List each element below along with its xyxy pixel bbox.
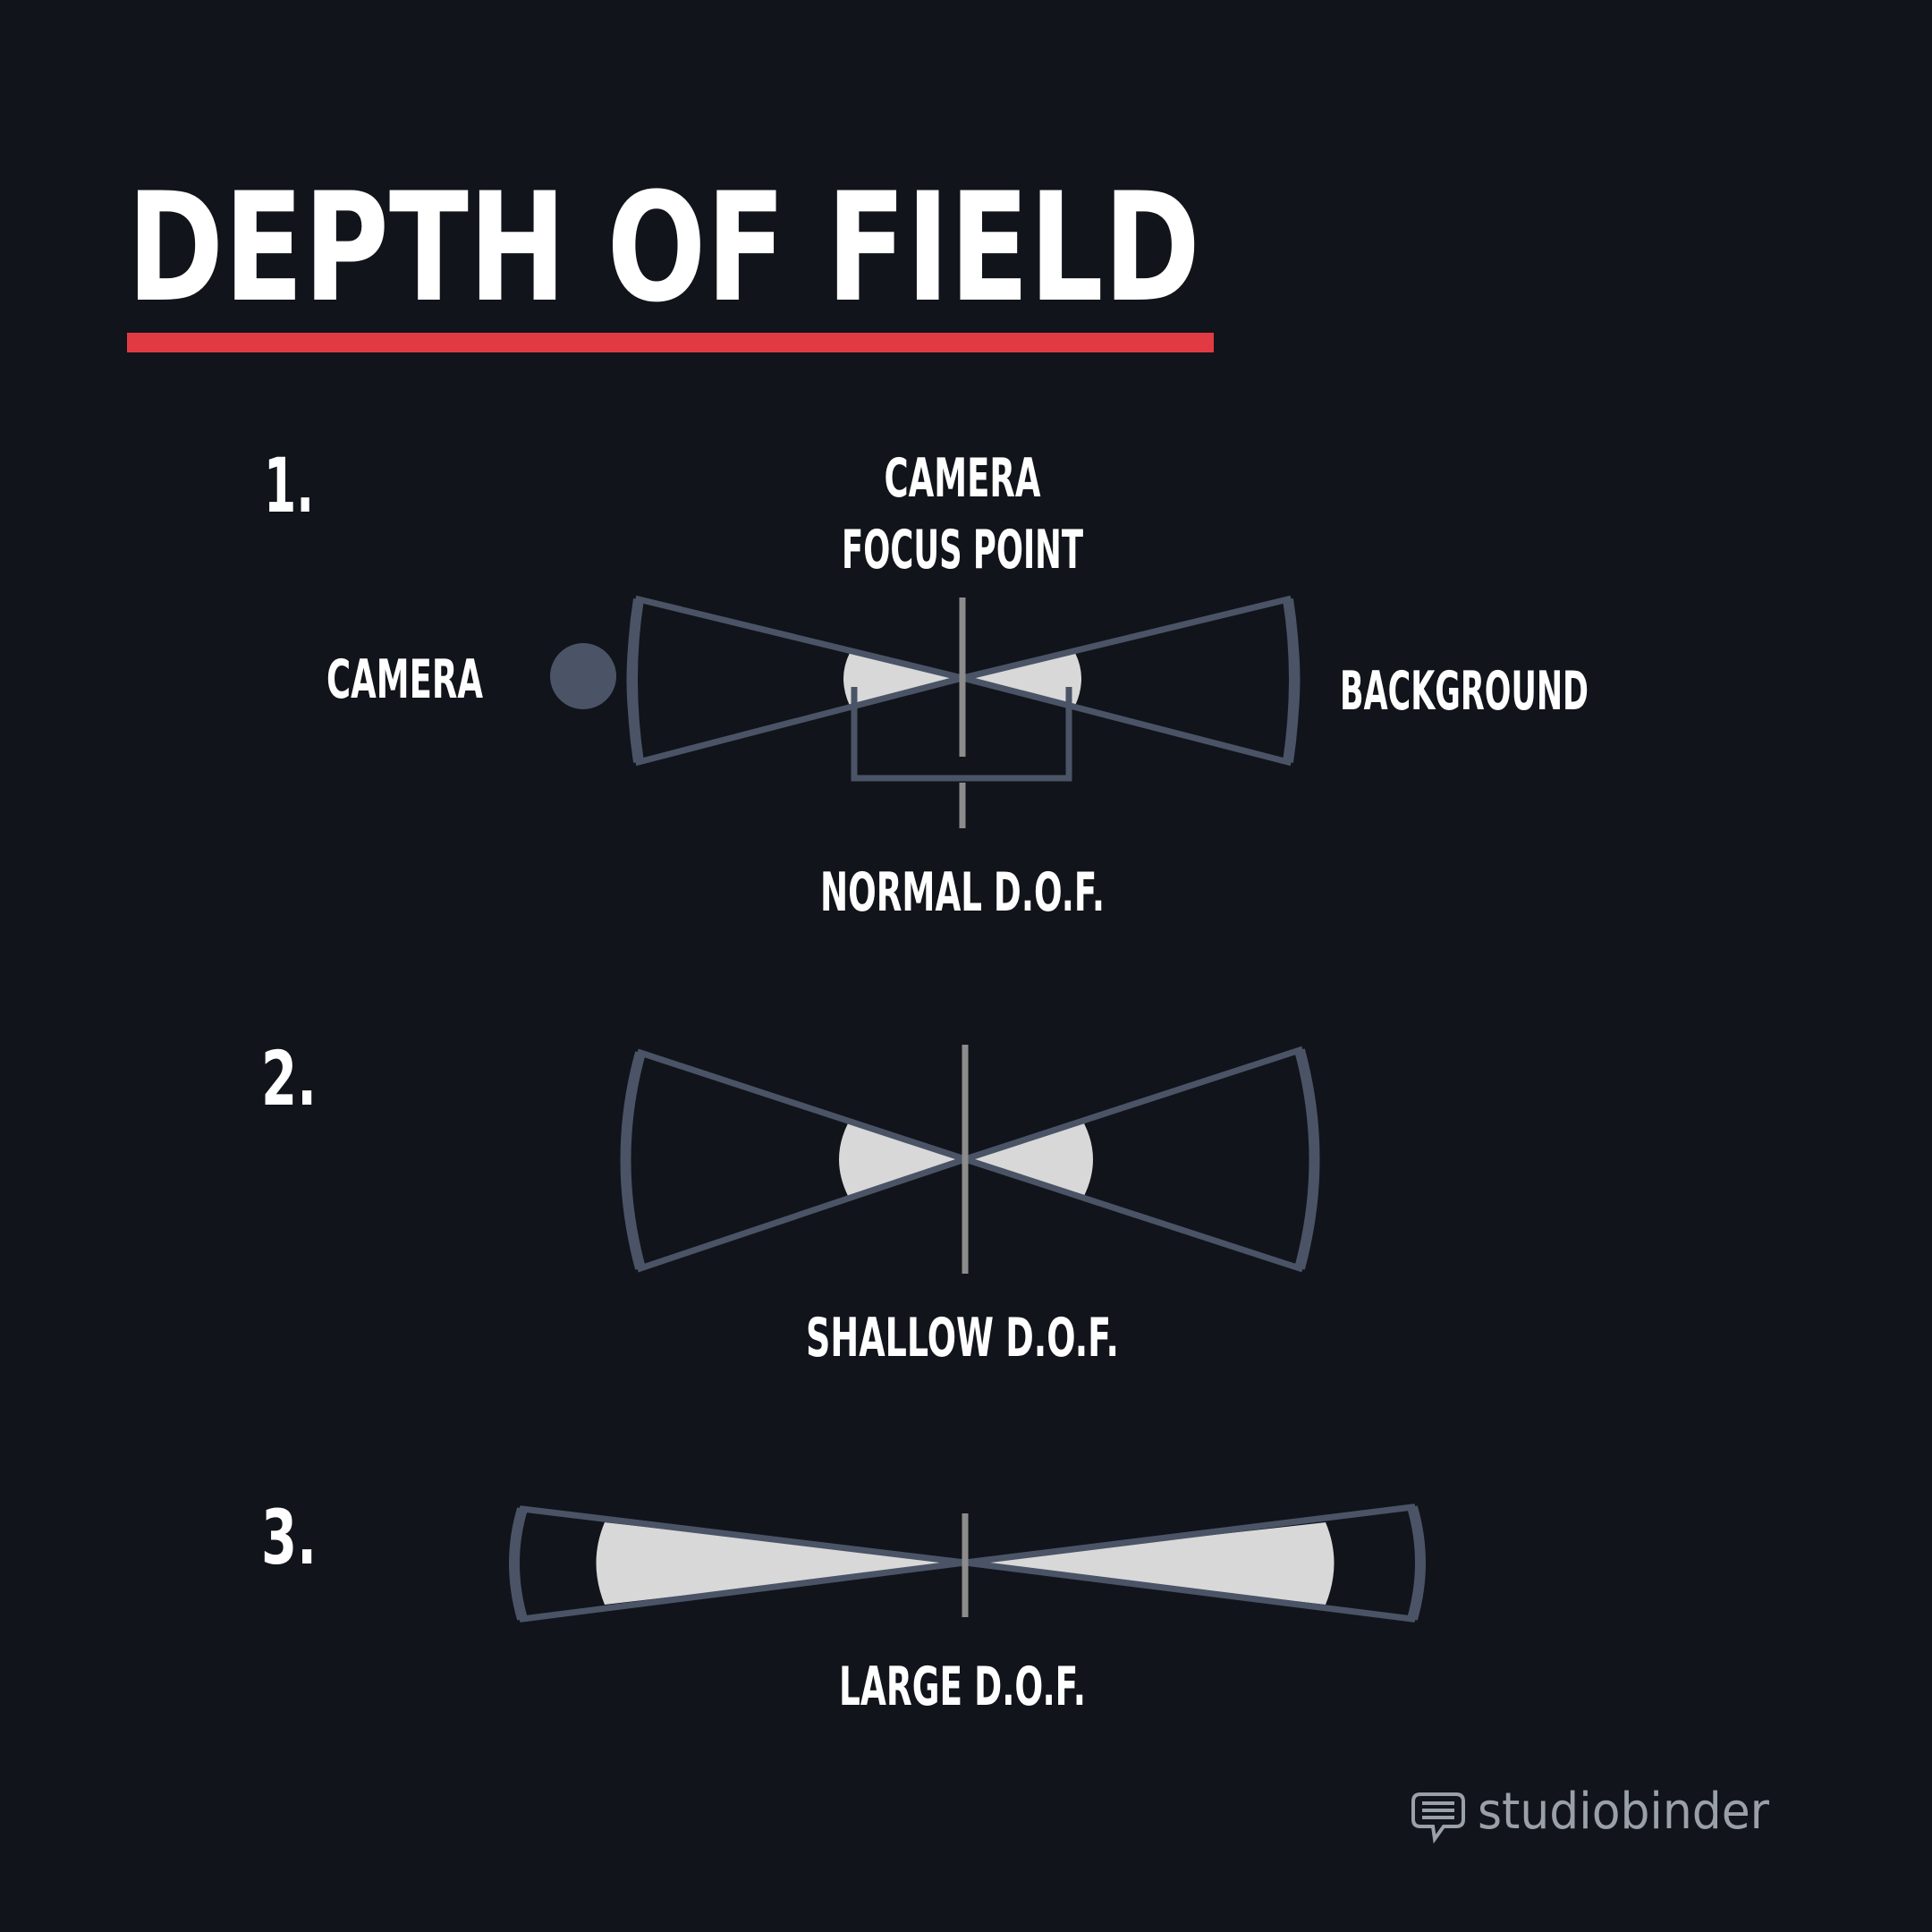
brand-name: studiobinder — [1478, 1783, 1770, 1841]
diagram-large-dof: 3. LARGE D.O.F. — [261, 1494, 1426, 1718]
far-edge-right — [1294, 1048, 1320, 1270]
camera-label: CAMERA — [326, 648, 483, 711]
diagram-number-1: 1. — [264, 442, 314, 530]
background-label: BACKGROUND — [1340, 660, 1589, 723]
focus-point-label-line-1: CAMERA — [885, 447, 1041, 510]
page-title: DEPTH OF FIELD — [127, 160, 1200, 335]
far-edge-right — [1283, 598, 1300, 763]
diagram-number-2: 2. — [261, 1035, 317, 1123]
camera-dot — [550, 643, 616, 709]
in-focus-region-left — [839, 1123, 965, 1196]
focus-cone-frame — [621, 1046, 1319, 1273]
focus-point-label-line-2: FOCUS POINT — [842, 519, 1083, 581]
diagram-number-3: 3. — [261, 1494, 317, 1581]
dof-bracket — [851, 687, 1072, 782]
speech-bubble-icon — [1411, 1792, 1465, 1844]
title-underline — [127, 333, 1214, 352]
brand-logo: studiobinder — [1411, 1783, 1770, 1844]
in-focus-region-right — [962, 653, 1081, 706]
dof-caption-normal: NORMAL D.O.F. — [820, 861, 1105, 924]
dof-caption-shallow: SHALLOW D.O.F. — [806, 1307, 1119, 1369]
in-focus-region-left — [843, 653, 962, 706]
far-edge-left — [620, 1051, 646, 1270]
in-focus-region-right — [965, 1522, 1335, 1605]
in-focus-region-right — [965, 1123, 1093, 1196]
in-focus-region-left — [596, 1522, 965, 1605]
far-edge-left — [627, 598, 644, 763]
far-edge-right — [1407, 1505, 1426, 1621]
diagram-shallow-dof: 2. SHALLOW D.O.F. — [261, 1035, 1320, 1369]
diagram-normal-dof: 1. CAMERA FOCUS POINT CAMERA BACKGROUND … — [264, 442, 1589, 924]
dof-caption-large: LARGE D.O.F. — [839, 1656, 1086, 1718]
far-edge-left — [509, 1507, 528, 1621]
